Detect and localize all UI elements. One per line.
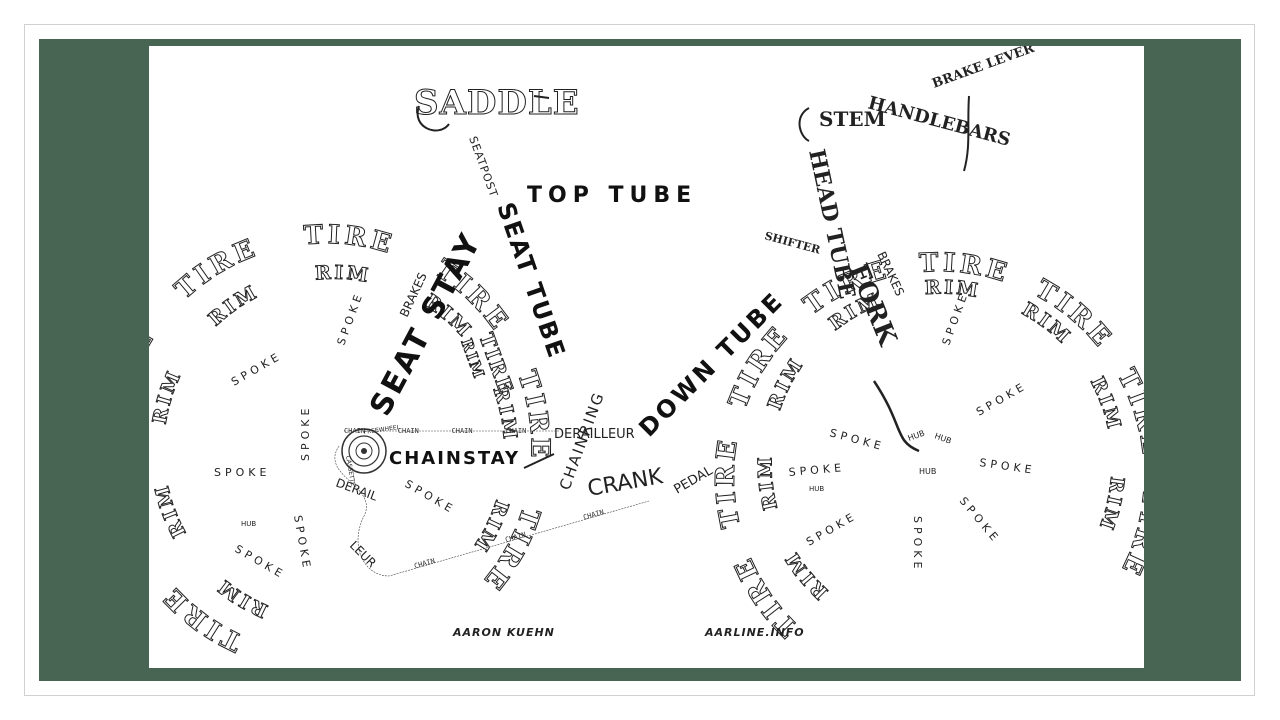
chain-text-top-3: CHAIN <box>452 427 473 435</box>
cassette-inner <box>355 442 373 460</box>
front-rim-text-2: RIM <box>754 454 782 512</box>
author-credit: AARON KUEHN <box>452 626 555 639</box>
rear-spoke-7: SPOKE <box>299 405 312 461</box>
front-derailleur-label: DERAILLEUR <box>554 427 635 442</box>
chain-text-top: CHAIN <box>344 427 365 435</box>
chain-text-bottom: CHAIN <box>413 557 435 571</box>
rear-wheel: TIRE TIRE TIRE TIRE TIRE TIRE TIRE TIRE … <box>149 220 551 658</box>
rear-spoke-5: SPOKE <box>291 514 314 572</box>
rear-spoke-6: SPOKE <box>403 477 458 516</box>
front-hub-3: HUB <box>919 467 936 476</box>
front-spoke-3: SPOKE <box>979 456 1037 477</box>
rear-rim-text-1: RIM <box>212 574 271 622</box>
front-spoke-4: SPOKE <box>957 495 1003 547</box>
freewheel-label: FREEWHEEL <box>363 424 401 436</box>
front-rim-text-8: RIM <box>1094 475 1128 534</box>
seat-tube-label: SEAT TUBE <box>491 199 571 363</box>
chainstay-tail <box>523 453 555 469</box>
saddle-label: SADDLE <box>414 83 580 123</box>
front-hub-2: HUB <box>933 431 952 445</box>
front-hub-left: HUB <box>809 485 824 493</box>
rear-derailleur-label-1: DERAIL <box>334 476 380 504</box>
seatpost-label: SEATPOST <box>466 135 500 200</box>
chain-text-top-2: CHAIN <box>398 427 419 435</box>
rear-rim-text-3: RIM <box>149 366 186 426</box>
cassette-outer <box>341 428 387 474</box>
bicycle-svg: TIRE TIRE TIRE TIRE TIRE TIRE TIRE TIRE … <box>149 46 1144 658</box>
front-hub-ring <box>903 428 949 474</box>
rear-spoke-3: SPOKE <box>214 466 270 479</box>
rear-spoke-2: SPOKE <box>229 349 284 388</box>
rear-derailleur-label-2: LEUR <box>347 538 379 570</box>
brake-label: BRAKE LEVER <box>930 46 1036 92</box>
cassette-mid <box>348 435 380 467</box>
saddle-tail <box>533 95 550 99</box>
front-rim-text-5: RIM <box>924 276 982 302</box>
top-tube-label: TOP TUBE <box>527 183 697 208</box>
front-spoke-5: SPOKE <box>911 516 924 572</box>
front-spoke-7: SPOKE <box>788 461 845 479</box>
brake-lever-line <box>963 95 970 172</box>
fork-dropout-line <box>872 380 920 453</box>
chain-text-top-4: CHAIN <box>505 427 526 435</box>
front-tire-text-2: TIRE <box>711 435 747 531</box>
rear-tire-text-5: TIRE <box>303 220 398 260</box>
chainstay-label: CHAINSTAY <box>389 448 520 469</box>
rear-spoke-1: SPOKE <box>335 290 367 347</box>
front-spoke-6: SPOKE <box>804 509 859 548</box>
site-credit: AARLINE.INFO <box>704 626 805 639</box>
rear-rim-text-2: RIM <box>150 481 190 541</box>
shifter-label: SHIFTER <box>763 229 822 257</box>
crank-label: CRANK <box>586 464 665 502</box>
bicycle-typography-artwork: TIRE TIRE TIRE TIRE TIRE TIRE TIRE TIRE … <box>149 46 1144 668</box>
stem-swash <box>798 107 810 142</box>
rear-rim-text-4: RIM <box>204 281 262 331</box>
front-hub-1: HUB <box>907 428 926 442</box>
rear-hub: HUB <box>241 520 256 528</box>
chain-loop-line <box>334 445 650 577</box>
front-spoke-2: SPOKE <box>974 379 1029 418</box>
rear-tire-text-2: TIRE <box>149 461 153 557</box>
front-rim-text-1: RIM <box>780 546 832 603</box>
rear-spoke-4: SPOKE <box>233 542 288 581</box>
saddle-swash <box>416 105 450 132</box>
chain-text-bottom-3: CHAIN <box>582 508 604 522</box>
handlebars-label: HANDLEBARS <box>866 93 1013 151</box>
rear-rim-text-5: RIM <box>314 262 372 288</box>
front-spoke-8: SPOKE <box>828 426 886 453</box>
stem-label: STEM <box>819 107 886 131</box>
cassette-center <box>361 448 367 454</box>
pedal-label: PEDAL <box>672 463 717 497</box>
